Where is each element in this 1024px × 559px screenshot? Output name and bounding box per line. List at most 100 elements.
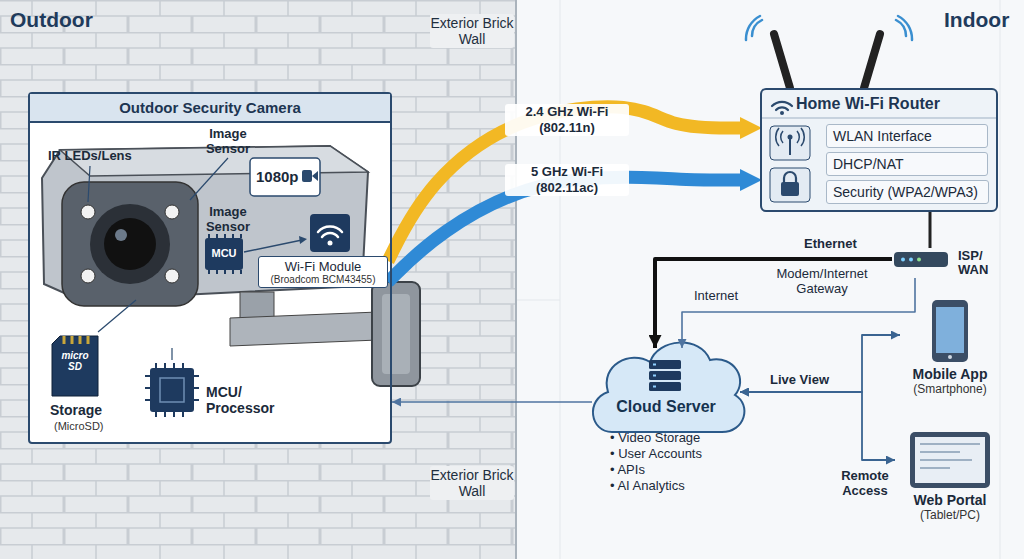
modem-illustration: [894, 252, 948, 267]
camera-callouts: [318, 227, 342, 237]
device-illustration: [948, 355, 952, 359]
background: [516, 0, 1000, 559]
camera-illustration: [81, 269, 95, 283]
connector: [655, 259, 892, 348]
camera-panel-ground: [28, 92, 392, 444]
router-illustration: [770, 126, 810, 160]
router-illustration: [864, 34, 880, 88]
camera-callouts: [145, 363, 199, 417]
router-illustration: [784, 172, 796, 182]
part-label: IR LEDs/Lens: [48, 148, 132, 163]
part-label: MCU/ Processor: [206, 384, 286, 416]
cloud-illustration: [653, 365, 656, 387]
camera-callouts: [302, 170, 312, 182]
node-text: (Broadcom BCM43455): [270, 274, 375, 285]
edge-label: Ethernet: [802, 236, 859, 251]
camera-illustration: [165, 205, 179, 219]
mobile-app: Mobile App(Smartphone): [900, 298, 1000, 396]
camera-callouts: [299, 236, 307, 244]
edge-label: 2.4 GHz Wi-Fi (802.11n): [505, 104, 629, 136]
wifi-module: Wi-Fi Module(Broadcom BCM43455): [258, 256, 388, 288]
camera-callouts: [209, 234, 241, 274]
wall-label: Exterior Brick Wall: [430, 14, 514, 48]
edge-label: 5 GHz Wi-Fi (802.11ac): [505, 164, 629, 196]
node-text: • APIs: [610, 462, 645, 478]
router-illustration: [788, 135, 793, 140]
node-title: Wi-Fi Module: [285, 259, 362, 274]
camera-illustration: [90, 204, 170, 284]
camera-callouts: [171, 348, 172, 360]
web-portal: Web Portal(Tablet/PC): [895, 428, 1005, 522]
background: [516, 0, 1024, 559]
modem-illustration: [917, 258, 921, 262]
camera-callouts: [52, 158, 350, 417]
router-box: Home Wi-Fi RouterWLAN InterfaceDHCP/NAT S…: [760, 88, 998, 212]
connector: [929, 212, 932, 248]
camera-callouts: [244, 240, 302, 252]
node-title: Mobile App: [913, 366, 988, 382]
node-title: Outdoor Security Camera: [30, 94, 390, 123]
device-illustration: [920, 444, 980, 468]
modem-illustration: [901, 258, 905, 262]
part-note: (MicroSD): [54, 420, 104, 432]
camera-callouts: [88, 166, 90, 202]
router-illustration: [762, 118, 996, 119]
background: [515, 0, 517, 559]
device-illustration: [915, 437, 985, 483]
router-row: DHCP/NAT: [826, 152, 988, 176]
node-text: (Smartphone): [913, 382, 986, 396]
camera-callouts: [52, 336, 98, 396]
router-illustration: [770, 168, 810, 202]
camera-callouts: [64, 336, 88, 344]
wireless-link: [388, 177, 740, 282]
camera-illustration: [165, 269, 179, 283]
camera-illustration: [60, 146, 368, 176]
node-title: Web Portal: [914, 492, 987, 508]
part-label: Storage: [50, 402, 102, 418]
node-title: WLAN Interface: [833, 125, 932, 147]
node-text: • User Accounts: [610, 446, 702, 462]
resolution-badge: 1080p: [256, 168, 299, 185]
background: [0, 0, 516, 559]
router-row: Security (WPA2/WPA3): [826, 180, 989, 204]
edge-label: Live View: [768, 372, 831, 387]
camera-callouts: [328, 241, 333, 246]
router-illustration: [789, 138, 791, 155]
camera-illustration: [81, 205, 95, 219]
camera-illustration: [104, 218, 156, 270]
camera-illustration: [372, 282, 420, 386]
camera-callouts: [250, 158, 320, 196]
wall-label: Exterior Brick Wall: [430, 466, 514, 500]
router-illustration: [781, 182, 799, 196]
node-title: ISP/ WAN: [958, 249, 994, 277]
camera-illustration: [42, 146, 420, 386]
router-illustration: [774, 34, 790, 88]
camera-callouts: [312, 171, 318, 181]
connector: [392, 401, 592, 403]
chip-label: MCU: [205, 247, 243, 259]
modem-device: ISP/ WAN: [892, 248, 998, 278]
node-title: Home Wi-Fi Router: [762, 90, 940, 118]
part-label: Image Sensor: [196, 204, 260, 234]
edge-label: Internet: [692, 288, 740, 303]
node-text: • AI Analytics: [610, 478, 685, 494]
camera-callouts: [98, 300, 136, 332]
camera-callouts: [310, 214, 350, 252]
part-label: Modem/Internet Gateway: [764, 266, 880, 296]
cloud-illustration: [593, 343, 744, 432]
camera-callouts: [205, 238, 243, 270]
region-label: Outdoor: [10, 8, 93, 32]
modem-illustration: [894, 252, 948, 267]
camera-panel-ground: [28, 92, 392, 444]
connector: [740, 335, 900, 392]
camera-illustration: [62, 182, 198, 306]
card-label: micro SD: [54, 350, 96, 372]
camera-callouts: [150, 368, 194, 412]
camera-illustration: [115, 229, 127, 241]
part-label: Image Sensor: [196, 126, 260, 156]
modem-illustration: [909, 258, 913, 262]
